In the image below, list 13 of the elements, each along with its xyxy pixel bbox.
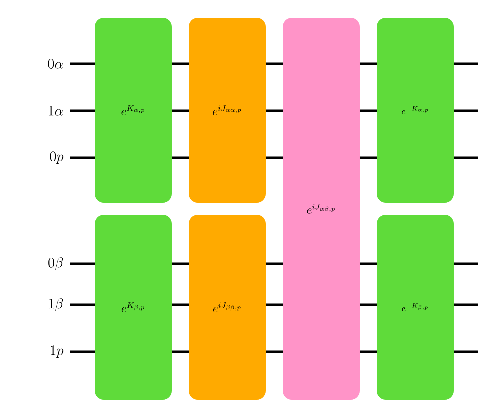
- gate-box: $e^{-K_{\beta,p}}$: [377, 215, 454, 400]
- gate-box: $e^{K_{\alpha,p}}$: [95, 18, 172, 203]
- wire-label: $1p$: [51, 346, 64, 358]
- wire-label: $0\beta$: [48, 257, 64, 270]
- gate-box: $e^{-K_{\alpha,p}}$: [377, 18, 454, 203]
- wire-label: $1\alpha$: [49, 106, 64, 116]
- wire-label: $0p$: [50, 152, 64, 164]
- gate-box: $e^{iJ_{\alpha\beta,p}}$: [283, 18, 360, 400]
- wire-label: $1\beta$: [49, 298, 64, 312]
- gate-box: $e^{iJ_{\beta\beta,p}}$: [189, 215, 266, 400]
- wire-label: $0\alpha$: [48, 59, 64, 69]
- gate-box: $e^{iJ_{\alpha\alpha,p}}$: [189, 18, 266, 203]
- gate-box: $e^{K_{\beta,p}}$: [95, 215, 172, 400]
